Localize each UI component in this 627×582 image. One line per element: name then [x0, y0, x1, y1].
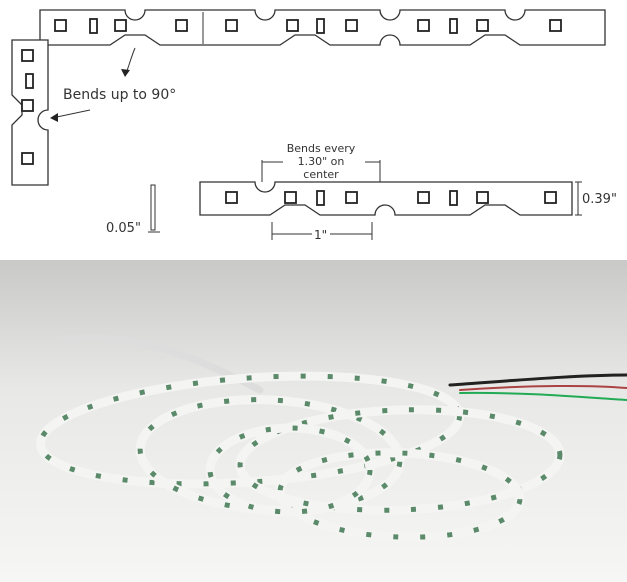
- middle-strip: [199, 181, 573, 216]
- led-chips: [137, 397, 403, 513]
- led-chip-icon: [114, 19, 127, 32]
- led-chip-icon: [549, 19, 562, 32]
- led-chip-icon: [345, 191, 358, 204]
- segment-length-label: 1": [314, 228, 327, 242]
- led-chip-icon: [284, 191, 297, 204]
- led-chip-icon: [225, 19, 238, 32]
- led-chip-icon: [417, 191, 430, 204]
- led-chip-icon: [21, 99, 34, 112]
- led-chip-icon: [286, 19, 299, 32]
- resistor-icon: [316, 190, 325, 206]
- bend-spacing-line3: center: [303, 168, 339, 181]
- width-label: 0.39": [582, 192, 617, 207]
- led-strip-loop: [275, 448, 525, 542]
- led-chip-icon: [21, 152, 34, 165]
- bend-spacing-line2: 1.30" on: [298, 155, 345, 168]
- led-chip-icon: [21, 49, 34, 62]
- led-chips: [237, 407, 563, 513]
- led-chip-icon: [225, 191, 238, 204]
- resistor-icon: [89, 18, 98, 34]
- resistor-icon: [316, 18, 325, 34]
- thickness-label: 0.05": [106, 221, 141, 236]
- led-chip-icon: [544, 191, 557, 204]
- led-chip-icon: [345, 19, 358, 32]
- bend-angle-label: Bends up to 90°: [63, 87, 176, 103]
- led-chip-icon: [476, 191, 489, 204]
- bend-spacing-line1: Bends every: [287, 142, 356, 155]
- resistor-icon: [25, 73, 34, 89]
- resistor-icon: [449, 190, 458, 206]
- led-chip-icon: [417, 19, 430, 32]
- strip-diagram: Bends up to 90° Bends every 1.30" on cen…: [11, 9, 617, 242]
- led-chip-icon: [476, 19, 489, 32]
- led-strip-photo: [0, 260, 627, 582]
- side-strip: [11, 39, 49, 186]
- resistor-icon: [449, 18, 458, 34]
- led-chip-icon: [175, 19, 188, 32]
- led-chip-icon: [54, 19, 67, 32]
- led-chips: [207, 425, 373, 515]
